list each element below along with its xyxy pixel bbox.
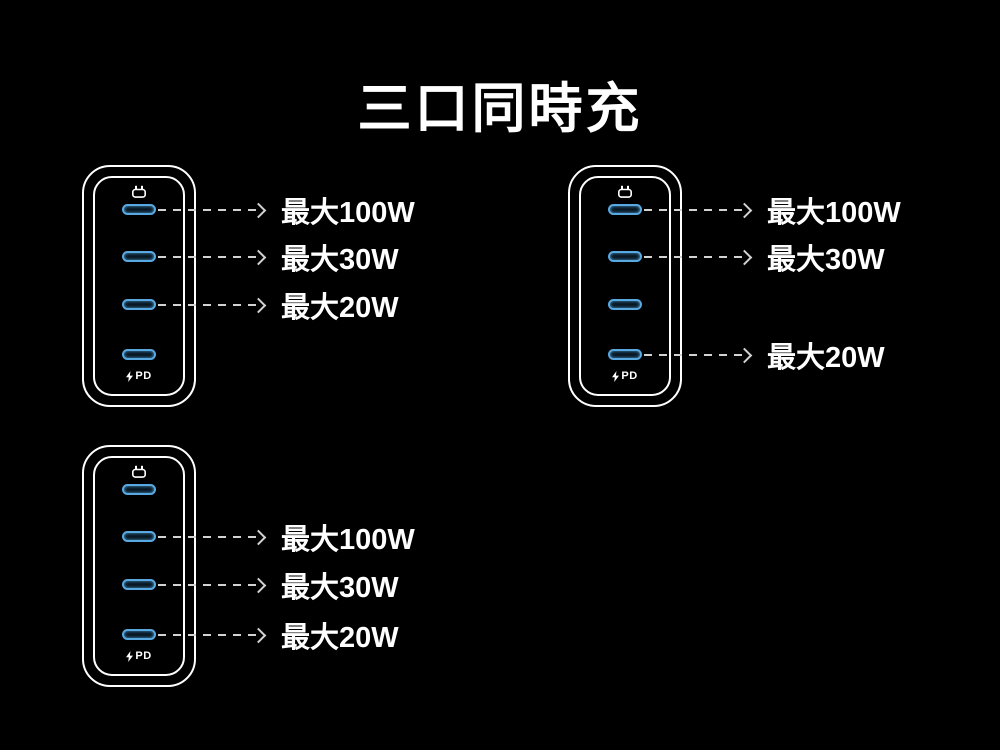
charger-top-right: PD bbox=[568, 165, 682, 407]
usb-c-port-1 bbox=[122, 204, 156, 215]
lightning-bolt-icon bbox=[126, 370, 134, 382]
pd-text: PD bbox=[135, 370, 152, 382]
annotation-row: 最大100W bbox=[644, 195, 901, 229]
usb-c-port-4 bbox=[608, 349, 642, 360]
annotation-row: 最大100W bbox=[158, 195, 415, 229]
ac-plug-icon bbox=[130, 185, 148, 199]
lightning-bolt-icon bbox=[126, 650, 134, 662]
dashed-line bbox=[158, 583, 256, 587]
usb-c-port-3 bbox=[122, 579, 156, 590]
max-power-label: 最大20W bbox=[281, 292, 399, 324]
usb-c-port-4 bbox=[122, 629, 156, 640]
usb-c-port-1 bbox=[122, 484, 156, 495]
dashed-line bbox=[158, 208, 256, 212]
usb-c-port-3 bbox=[608, 299, 642, 310]
annotation-row: 最大100W bbox=[158, 522, 415, 556]
max-power-label: 最大100W bbox=[767, 197, 901, 229]
annotation-row: 最大30W bbox=[158, 570, 399, 604]
max-power-label: 最大30W bbox=[767, 244, 885, 276]
arrowhead-icon bbox=[250, 627, 267, 643]
charger-inner-frame bbox=[93, 176, 185, 396]
charger-top-left: PD bbox=[82, 165, 196, 407]
usb-c-port-4 bbox=[122, 349, 156, 360]
max-power-label: 最大20W bbox=[281, 622, 399, 654]
annotation-row: 最大30W bbox=[644, 242, 885, 276]
dashed-line bbox=[644, 353, 742, 357]
arrowhead-icon bbox=[736, 202, 753, 218]
pd-badge: PD bbox=[570, 370, 680, 382]
usb-c-port-2 bbox=[608, 251, 642, 262]
annotation-row: 最大30W bbox=[158, 242, 399, 276]
usb-c-port-2 bbox=[122, 531, 156, 542]
arrowhead-icon bbox=[736, 347, 753, 363]
arrowhead-icon bbox=[250, 577, 267, 593]
annotation-row: 最大20W bbox=[158, 620, 399, 654]
usb-c-port-2 bbox=[122, 251, 156, 262]
page-title: 三口同時充 bbox=[357, 79, 643, 139]
arrowhead-icon bbox=[250, 249, 267, 265]
max-power-label: 最大20W bbox=[767, 342, 885, 374]
pd-text: PD bbox=[621, 370, 638, 382]
pd-text: PD bbox=[135, 650, 152, 662]
max-power-label: 最大100W bbox=[281, 524, 415, 556]
max-power-label: 最大30W bbox=[281, 572, 399, 604]
charger-bottom-left: PD bbox=[82, 445, 196, 687]
pd-badge: PD bbox=[84, 650, 194, 662]
dashed-line bbox=[158, 303, 256, 307]
dashed-line bbox=[158, 255, 256, 259]
lightning-bolt-icon bbox=[612, 370, 620, 382]
arrowhead-icon bbox=[736, 249, 753, 265]
arrowhead-icon bbox=[250, 202, 267, 218]
ac-plug-icon bbox=[616, 185, 634, 199]
dashed-line bbox=[158, 535, 256, 539]
dashed-line bbox=[158, 633, 256, 637]
ac-plug-icon bbox=[130, 465, 148, 479]
usb-c-port-3 bbox=[122, 299, 156, 310]
arrowhead-icon bbox=[250, 529, 267, 545]
charger-inner-frame bbox=[579, 176, 671, 396]
annotation-row: 最大20W bbox=[158, 290, 399, 324]
charger-inner-frame bbox=[93, 456, 185, 676]
pd-badge: PD bbox=[84, 370, 194, 382]
dashed-line bbox=[644, 255, 742, 259]
arrowhead-icon bbox=[250, 297, 267, 313]
max-power-label: 最大100W bbox=[281, 197, 415, 229]
dashed-line bbox=[644, 208, 742, 212]
max-power-label: 最大30W bbox=[281, 244, 399, 276]
usb-c-port-1 bbox=[608, 204, 642, 215]
annotation-row: 最大20W bbox=[644, 340, 885, 374]
